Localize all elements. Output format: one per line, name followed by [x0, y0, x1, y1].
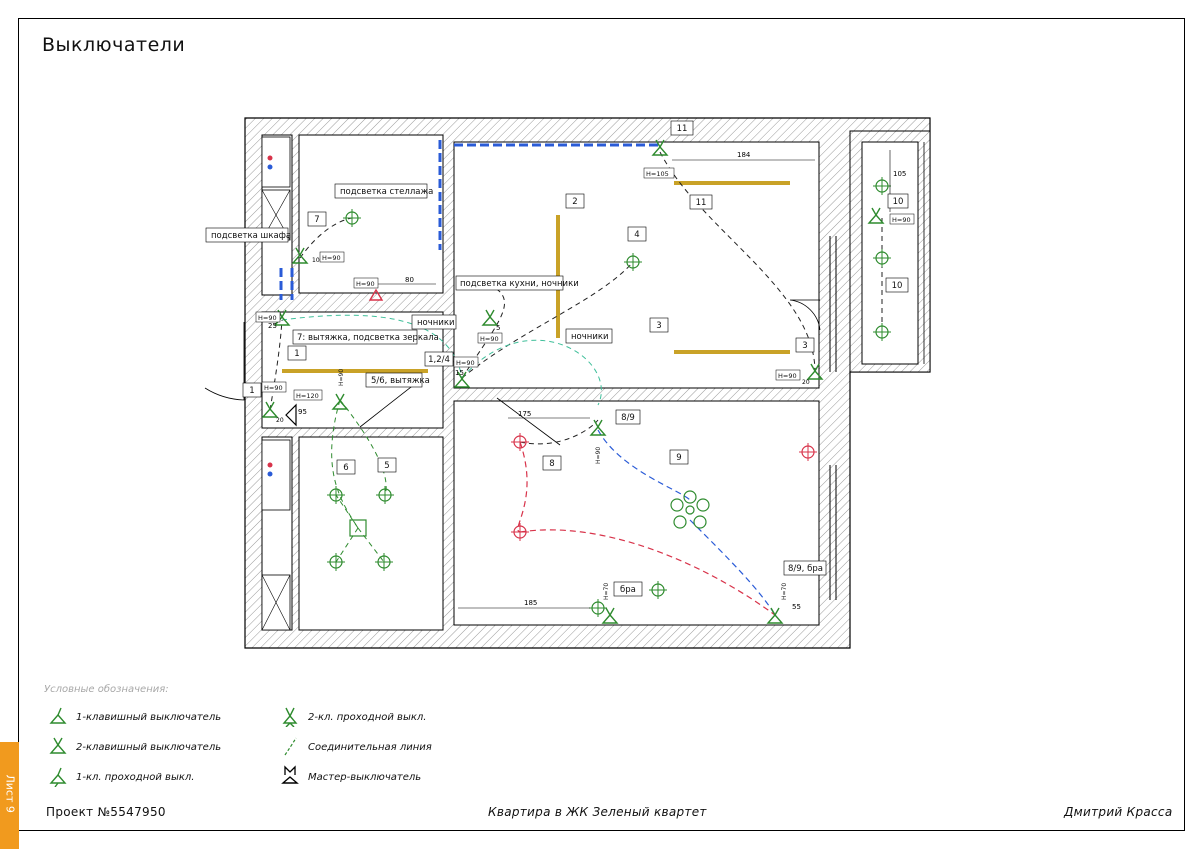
dim-25: 25	[268, 322, 277, 330]
chandelier-icon	[670, 490, 710, 529]
legend-title: Условные обозначения:	[44, 684, 169, 695]
label-vytyazhka-56: 5/6, вытяжка	[371, 376, 430, 386]
label-bra-89: 8/9, бра	[788, 564, 823, 574]
tag-3b: 3	[802, 341, 807, 351]
label-bra: бра	[620, 585, 636, 595]
height-h90-d: H=90	[480, 335, 499, 343]
legend-label-5: Соединительная линия	[308, 742, 432, 753]
legend-label-2: 2-клавишный выключатель	[76, 742, 222, 753]
tag-7: 7	[314, 215, 319, 225]
label-nochniki-2: ночники	[571, 332, 609, 342]
master-switch-icon	[281, 765, 299, 784]
page-title: Выключатели	[42, 34, 186, 56]
tag-8: 8	[549, 459, 554, 469]
footer-project-name: Квартира в ЖК Зеленый квартет	[488, 805, 707, 819]
dim-15: 15	[455, 369, 464, 377]
tag-89: 8/9	[621, 413, 635, 423]
height-h90-e: H=90	[456, 359, 475, 367]
label-podsvetka-shkafa: подсветка шкафа	[211, 231, 291, 241]
dim-185: 185	[524, 599, 537, 607]
height-h90-v: H=90	[338, 369, 345, 386]
room-balcony	[861, 141, 919, 365]
connection-line-icon	[284, 737, 297, 756]
height-h90-g: H=90	[778, 372, 797, 380]
height-h90-b: H=90	[356, 280, 375, 288]
tag-1b: 1	[294, 349, 299, 359]
tag-124: 1,2/4	[428, 355, 450, 365]
tag-9: 9	[676, 453, 681, 463]
2-key-switch-icon	[49, 737, 67, 754]
height-h105: H=105	[646, 170, 669, 178]
label-boxes: подсветка стеллажа подсветка шкафа подсв…	[205, 183, 827, 597]
height-h120: H=120	[296, 392, 319, 400]
tag-boxes: 7 1 1 1,2/4 2 3 3 4 5 6 8 8/9 9 10 10 11…	[242, 120, 909, 475]
tag-4: 4	[634, 230, 639, 240]
room-bathroom	[298, 134, 444, 294]
1-key-passthrough-switch-icon	[49, 767, 67, 787]
tag-3a: 3	[656, 321, 661, 331]
footer-author: Дмитрий Красса	[1064, 805, 1173, 819]
dim-5: 5	[496, 324, 500, 332]
1-key-switch-icon	[49, 707, 67, 724]
height-h70-a: H=70	[603, 583, 610, 600]
dim-95: 95	[298, 408, 307, 416]
legend-label-6: Мастер-выключатель	[308, 772, 422, 783]
height-h90-h: H=90	[892, 216, 911, 224]
footer-project: Проект №5547950	[46, 805, 166, 819]
label-podsvetka-kukhni: подсветка кухни, ночники	[460, 279, 579, 289]
dim-20: 20	[802, 379, 810, 386]
height-h90-f: H=90	[264, 384, 283, 392]
tag-10a: 10	[893, 197, 904, 207]
height-h90-c: H=90	[258, 314, 277, 322]
dim-10: 10	[312, 257, 320, 264]
legend-label-3: 1-кл. проходной выкл.	[76, 772, 195, 783]
tag-11a: 11	[677, 124, 688, 134]
tag-6: 6	[343, 463, 348, 473]
sheet-tab: Лист 9	[0, 742, 19, 849]
dim-20b: 20	[276, 417, 284, 424]
dim-175: 175	[518, 410, 531, 418]
tag-10b: 10	[892, 281, 903, 291]
2-key-passthrough-switch-icon	[282, 707, 298, 727]
label-nochniki-1: ночники	[417, 318, 455, 328]
dim-105: 105	[893, 170, 906, 178]
tag-2: 2	[572, 197, 577, 207]
tag-5: 5	[384, 461, 389, 471]
dim-55: 55	[792, 603, 801, 611]
dim-80: 80	[405, 276, 414, 284]
sheet-frame	[18, 18, 1185, 831]
height-h90-a: H=90	[322, 254, 341, 262]
legend-label-4: 2-кл. проходной выкл.	[308, 712, 427, 723]
label-vytyazhka-zerkala: 7: вытяжка, подсветка зеркала	[297, 333, 439, 343]
tag-1a: 1	[249, 386, 254, 396]
label-podsvetka-stellazha: подсветка стеллажа	[340, 187, 433, 197]
dim-184: 184	[737, 151, 751, 159]
sheet-tab-label: Лист 9	[3, 774, 17, 813]
height-tags: H=105 H=90 H=90 H=90 H=90 H=90 H=90 H=90…	[255, 167, 915, 600]
height-h70-b: H=70	[781, 583, 788, 600]
legend-label-1: 1-клавишный выключатель	[76, 712, 222, 723]
height-h90-v2: H=90	[595, 447, 602, 464]
tag-11b: 11	[696, 198, 707, 208]
room-bedroom-small	[298, 436, 444, 631]
